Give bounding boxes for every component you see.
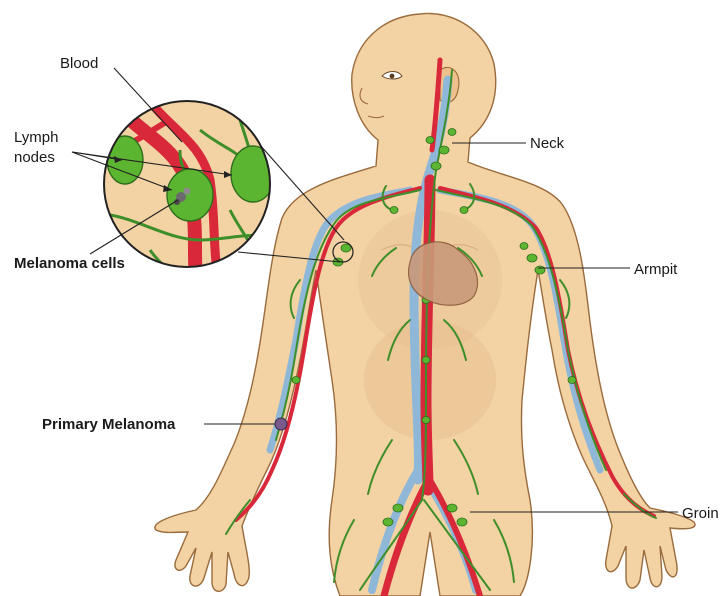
primary-melanoma-spot bbox=[275, 418, 287, 430]
label-lymph-nodes-line2: nodes bbox=[14, 149, 55, 166]
label-melanoma-cells: Melanoma cells bbox=[14, 255, 125, 272]
label-groin: Groin bbox=[682, 505, 719, 522]
inset-lymph-node-center bbox=[167, 169, 213, 221]
label-blood: Blood bbox=[60, 55, 98, 72]
label-primary-melanoma: Primary Melanoma bbox=[42, 416, 176, 433]
label-lymph-nodes-line1: Lymph bbox=[14, 129, 58, 146]
label-neck: Neck bbox=[530, 135, 565, 152]
label-armpit: Armpit bbox=[634, 261, 678, 278]
